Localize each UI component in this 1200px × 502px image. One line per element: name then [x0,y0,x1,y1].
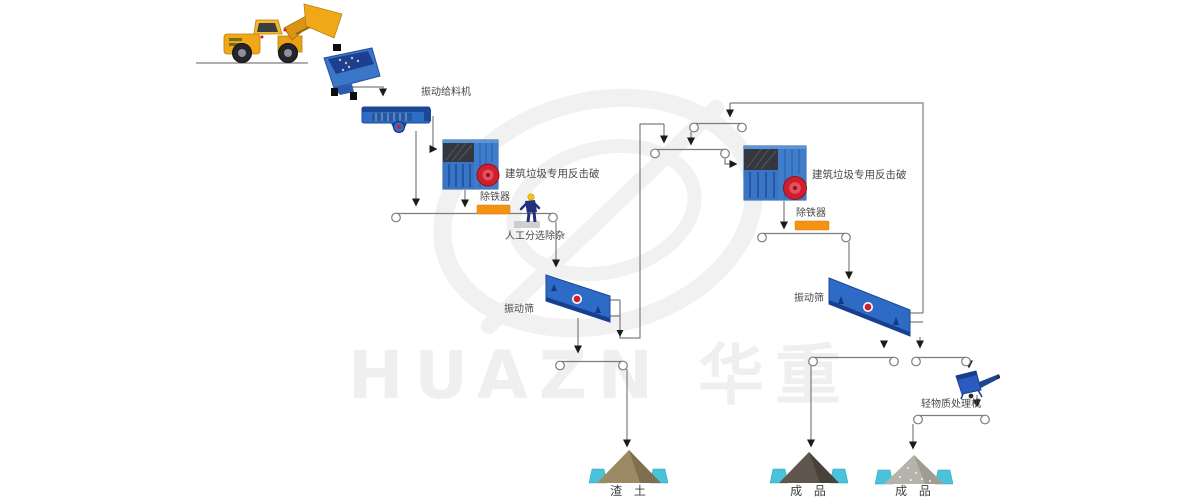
conveyor-product1 [808,356,899,367]
belt-to-crusher2-arrow [724,158,738,168]
hard-hat [527,193,535,201]
screen2-oversize-return-line [730,102,924,323]
wheel-loader-illustration [223,3,343,63]
vibrating-screen-2-illustration [828,277,911,337]
flow-arrows [350,86,981,450]
label-pile-slag-soil: 渣 土 [610,484,650,498]
brand-watermark-text: HUAZN 华重 [348,337,852,414]
brand-watermark-logo [433,88,763,338]
iron-remover-2 [794,220,830,231]
impact-crusher-1-illustration [442,139,500,190]
vibrating-screen-1-illustration [545,274,611,323]
finished-product-pile-2 [874,455,954,485]
vibrating-feeder-illustration [361,106,431,133]
iron-remover-1 [476,204,511,215]
label-impact-crusher-2: 建筑垃圾专用反击破 [812,169,907,181]
worker-figure [514,193,541,228]
hopper-to-feeder-arrow [350,86,387,97]
label-iron-remover-1: 除铁器 [480,192,510,203]
label-pile-finished-1: 成 品 [790,484,830,498]
conveyor-iron2 [757,232,851,243]
flow-lines [196,62,924,339]
label-iron-remover-2: 除铁器 [796,208,826,219]
label-impact-crusher-1: 建筑垃圾专用反击破 [505,168,600,180]
conveyor-sorting [391,212,558,223]
conveyors [391,122,990,425]
conveyor-processor-feed [911,356,971,367]
label-manual-sorting: 人工分选除杂 [505,231,565,242]
light-material-processor-illustration [955,370,1000,400]
merge-arrowhead [616,330,624,337]
slag-soil-pile [588,450,669,484]
conveyor-product2 [913,414,990,425]
feed-hopper-illustration [323,44,381,100]
conveyor-crusher2-feed [650,148,730,159]
impact-crusher-2-illustration [743,145,807,201]
conveyor-slag [555,360,628,371]
finished-product-pile-1 [769,452,849,484]
conveyor-upper-recycle [689,122,747,133]
label-vibrating-screen-1: 振动筛 [504,304,534,315]
label-pile-finished-2: 成 品 [895,484,935,498]
label-vibrating-feeder: 振动给料机 [421,87,471,98]
screen1-oversize-return-line [610,123,664,339]
feeder-to-crusher1-arrow [429,116,438,153]
label-vibrating-screen-2: 振动筛 [794,293,824,304]
label-light-material-processor: 轻物质处理机 [921,399,981,410]
